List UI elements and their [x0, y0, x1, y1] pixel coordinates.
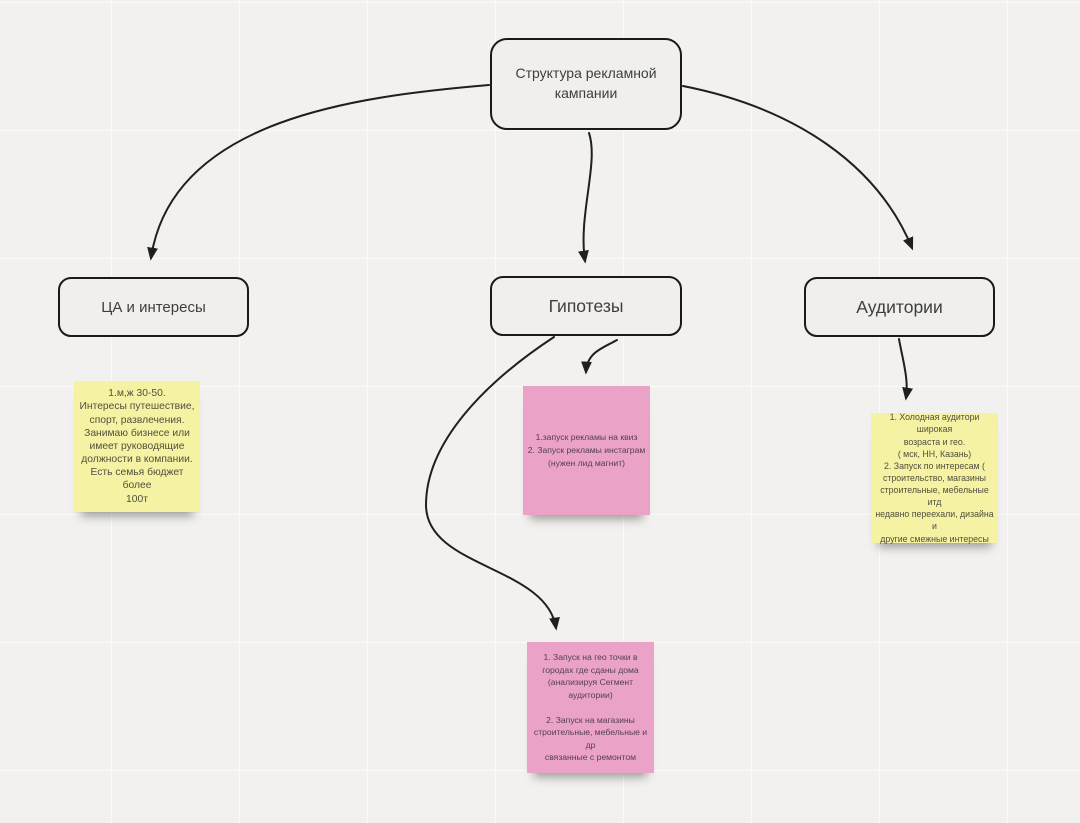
- connector-hypotheses-to-geo-note[interactable]: [424, 336, 560, 631]
- connector-root-to-ca[interactable]: [147, 84, 490, 261]
- node-hypotheses[interactable]: Гипотезы: [490, 276, 682, 336]
- sticky-note-geo-launch[interactable]: 1. Запуск на гео точки в городах где сда…: [527, 642, 654, 773]
- node-root[interactable]: Структура рекламной кампании: [490, 38, 682, 130]
- node-audiences-label: Аудитории: [856, 296, 943, 317]
- sticky-note-geo-launch-text: 1. Запуск на гео точки в городах где сда…: [533, 652, 648, 763]
- node-ca-interests[interactable]: ЦА и интересы: [58, 277, 249, 337]
- node-ca-interests-label: ЦА и интересы: [101, 298, 206, 316]
- sticky-note-ca-profile[interactable]: 1.м,ж 30-50. Интересы путешествие, спорт…: [74, 381, 200, 512]
- node-root-label: Структура рекламной кампании: [515, 65, 657, 101]
- sticky-note-hypotheses-launch[interactable]: 1.запуск рекламы на квиз 2. Запуск рекла…: [523, 386, 650, 515]
- sticky-note-ca-profile-text: 1.м,ж 30-50. Интересы путешествие, спорт…: [79, 388, 195, 505]
- connector-audiences-to-note[interactable]: [898, 338, 914, 401]
- sticky-note-audiences-cold-text: 1. Холодная аудитори широкая возраста и …: [875, 412, 994, 544]
- sticky-note-audiences-cold[interactable]: 1. Холодная аудитори широкая возраста и …: [871, 412, 998, 544]
- sticky-note-hypotheses-launch-text: 1.запуск рекламы на квиз 2. Запуск рекла…: [527, 432, 646, 468]
- node-audiences[interactable]: Аудитории: [804, 277, 995, 337]
- connector-root-to-audiences[interactable]: [682, 85, 914, 251]
- connector-root-to-hypotheses[interactable]: [578, 132, 593, 264]
- node-hypotheses-label: Гипотезы: [548, 295, 624, 316]
- connector-hypotheses-to-note[interactable]: [581, 339, 618, 375]
